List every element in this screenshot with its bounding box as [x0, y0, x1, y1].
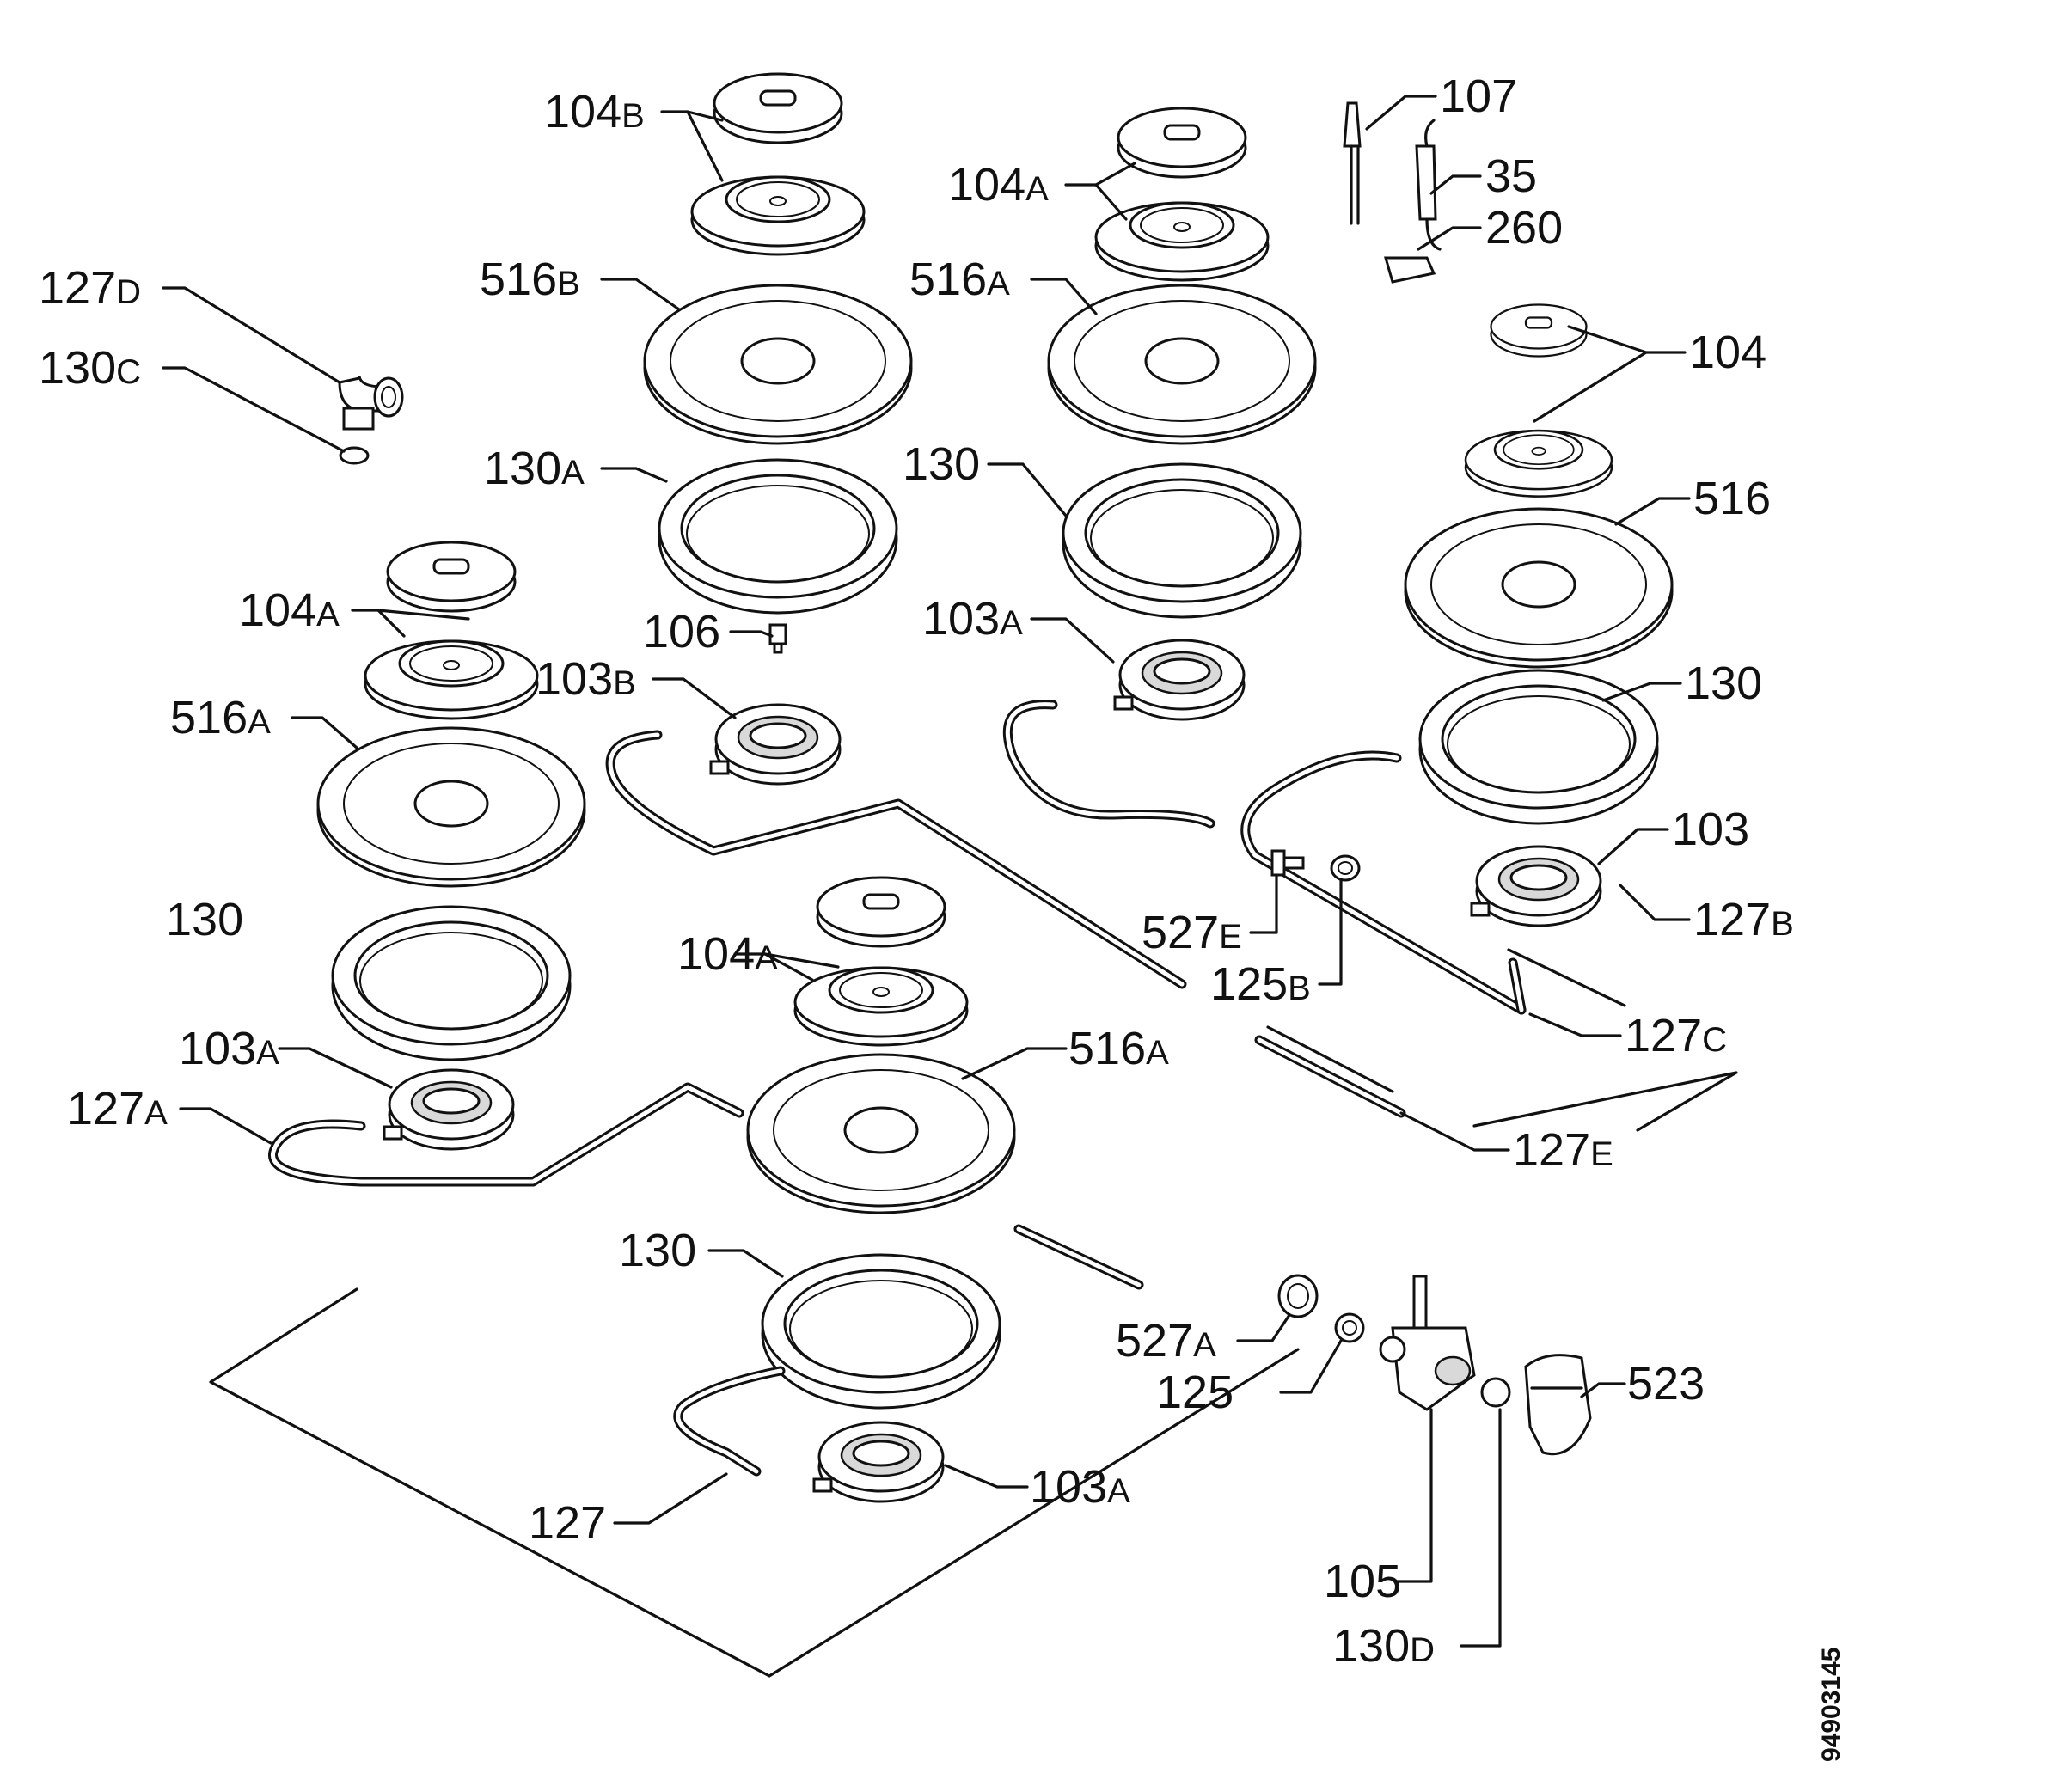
leader-lines: [162, 95, 1691, 1648]
burner-a-front-assembly: [746, 876, 1016, 1503]
label-130-front: 130: [619, 1225, 696, 1276]
label-127b: 127B: [1693, 894, 1794, 945]
gas-valve-105: [1379, 1275, 1476, 1411]
label-104a-front: 104A: [677, 928, 778, 980]
label-104a-right: 104A: [948, 159, 1049, 211]
label-104b: 104B: [544, 86, 645, 138]
label-127d: 127D: [39, 262, 141, 314]
burner-a-left-assembly: [316, 541, 586, 1151]
label-103a-left: 103A: [179, 1023, 279, 1074]
electrode-35: [1415, 119, 1442, 251]
hob-outline: [209, 948, 1738, 1678]
label-125: 125: [1156, 1367, 1234, 1418]
seal-527a: [1277, 1274, 1319, 1318]
label-130-right: 130: [903, 438, 980, 490]
clip-260: [1384, 256, 1436, 284]
label-104: 104: [1689, 327, 1766, 378]
burner-b-assembly: [643, 72, 913, 786]
label-527e: 527E: [1142, 907, 1242, 958]
label-127a: 127A: [67, 1083, 168, 1135]
nut-125: [1334, 1312, 1365, 1343]
label-127c: 127C: [1625, 1010, 1727, 1061]
nut-125b: [1330, 854, 1361, 882]
elbow-fitting-127d: [338, 376, 404, 431]
label-516b: 516B: [480, 254, 580, 305]
label-516a-left: 516A: [170, 692, 271, 743]
label-35: 35: [1485, 150, 1537, 202]
label-127: 127: [529, 1497, 606, 1549]
label-260: 260: [1485, 202, 1563, 254]
label-527a: 527A: [1116, 1315, 1216, 1367]
small-burner-assembly: [1404, 303, 1674, 927]
seal-130d: [1480, 1377, 1511, 1408]
label-516a-front: 516A: [1068, 1023, 1169, 1074]
label-107: 107: [1440, 70, 1517, 122]
nut-527e: [1270, 849, 1305, 877]
label-125b: 125B: [1210, 958, 1311, 1010]
label-130d: 130D: [1332, 1620, 1435, 1672]
label-103b: 103B: [536, 653, 636, 705]
label-130c: 130C: [39, 342, 141, 394]
thermocouple-107: [1343, 101, 1362, 225]
label-130-far-right: 130: [1685, 657, 1762, 709]
callout-labels: 104B 104A 107 35 260 127D 130C 516B 516A…: [39, 70, 1794, 1672]
label-127e: 127E: [1513, 1124, 1613, 1176]
label-516: 516: [1693, 473, 1771, 524]
label-130a: 130A: [484, 443, 585, 494]
seal-130c: [339, 446, 370, 465]
label-516a-right: 516A: [909, 254, 1010, 305]
label-104a-left: 104A: [239, 584, 340, 636]
clamp-523: [1524, 1354, 1592, 1456]
document-number: 94903145: [1817, 1648, 1846, 1762]
burner-a-right-assembly: [1047, 107, 1317, 721]
label-523: 523: [1627, 1358, 1705, 1410]
label-130-left: 130: [166, 894, 243, 945]
label-103a-front: 103A: [1030, 1461, 1130, 1513]
label-105: 105: [1324, 1556, 1401, 1607]
gas-pipes: [268, 700, 1527, 1477]
injector-106: [768, 623, 787, 654]
label-106: 106: [643, 606, 720, 657]
label-103a-right: 103A: [922, 593, 1023, 645]
label-103: 103: [1672, 804, 1749, 855]
